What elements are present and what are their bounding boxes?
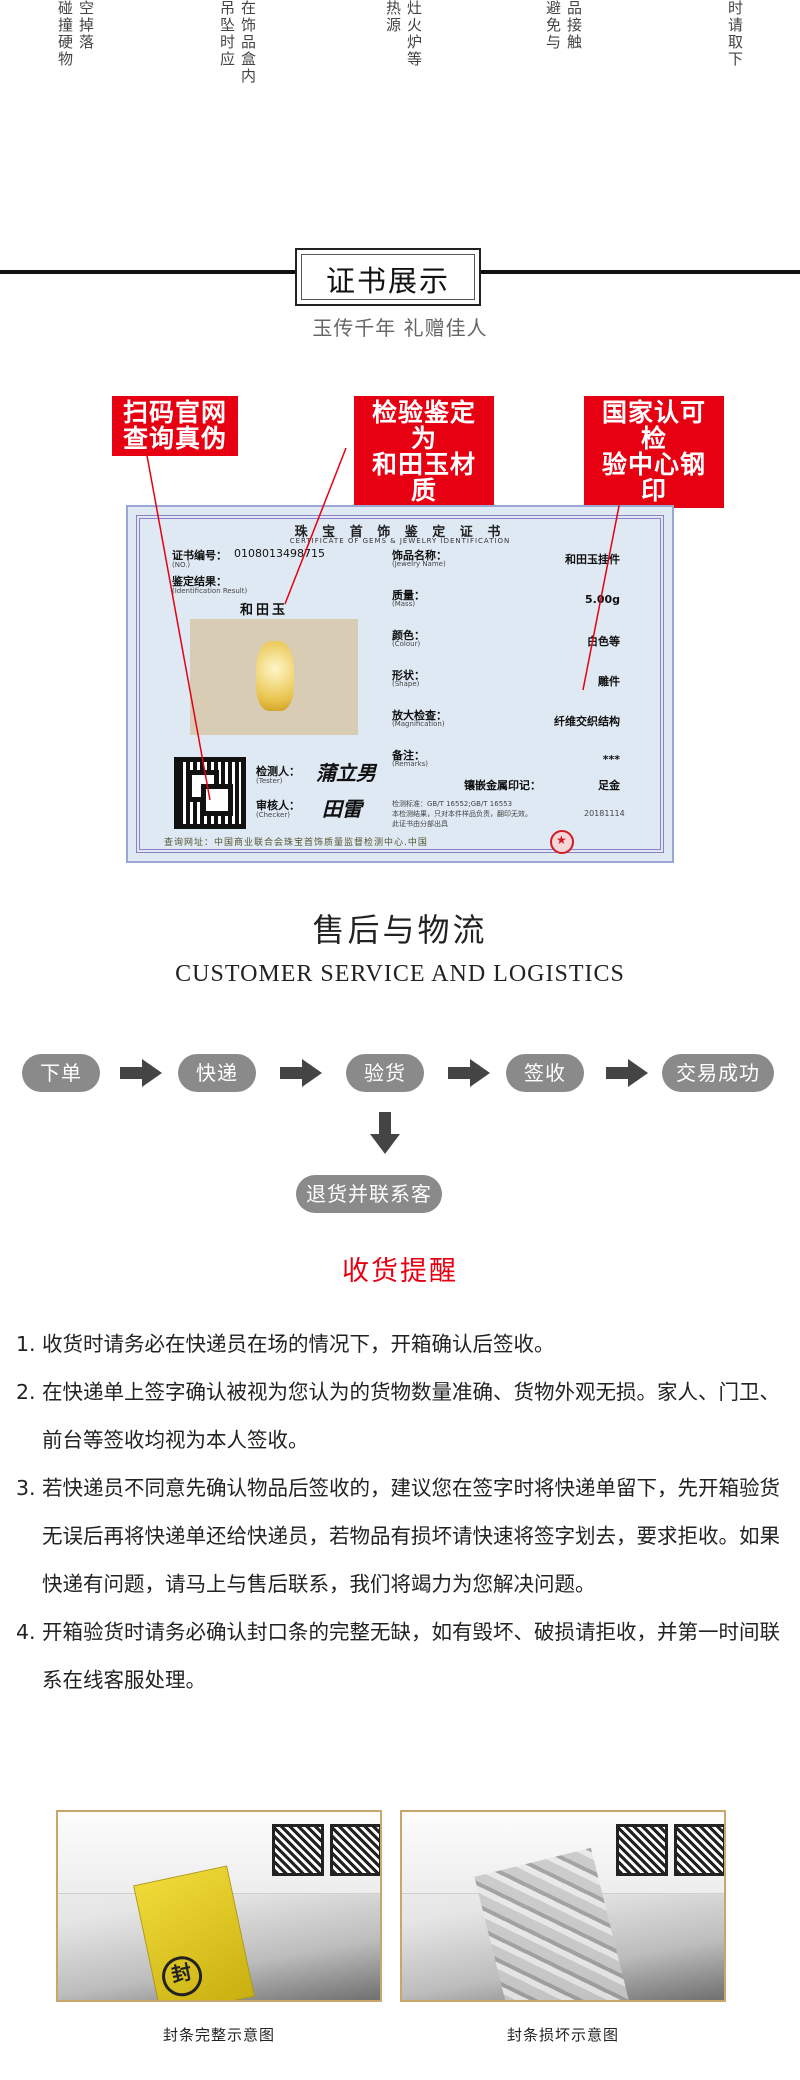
step-return-contact: 退货并联系客服 — [296, 1175, 442, 1244]
step-sign: 签收 — [506, 1054, 584, 1092]
seal-broken-photo — [400, 1810, 726, 2002]
reminder-item: 4. 开箱验货时请务必确认封口条的完整无缺，如有毁坏、破损请拒收，并第一时间联系… — [16, 1608, 786, 1704]
care-tip-line: 在饰品盒内 — [239, 0, 257, 85]
field-value: 白色等 — [587, 635, 620, 648]
step-inspect: 验货 — [346, 1054, 424, 1092]
qr-code — [330, 1824, 380, 1876]
field-label: 备注： — [392, 749, 425, 762]
issue-date: 20181114 — [584, 809, 625, 818]
step-order: 下单 — [22, 1054, 100, 1092]
care-tip-2: 吊坠时应 在饰品盒内 — [218, 0, 257, 85]
reminder-item: 2. 在快递单上签字确认被视为您认为的货物数量准确、货物外观无损。家人、门卫、前… — [16, 1368, 786, 1464]
tester-en: (Tester) — [256, 777, 283, 785]
reminder-number: 3. — [16, 1476, 36, 1500]
care-tip-line: 灶火炉等 — [405, 0, 423, 68]
cert-number-value: 0108013498715 — [234, 547, 325, 560]
field-en: (Jewelry Name) — [392, 560, 446, 568]
arrow-right-icon — [606, 1059, 648, 1087]
certificate-heading-en: CERTIFICATE OF GEMS & JEWELRY IDENTIFICA… — [289, 537, 511, 545]
section-subtitle: 玉传千年 礼赠佳人 — [312, 316, 488, 340]
metal-mark-value: 足金 — [598, 779, 620, 792]
care-tips: 碰撞硬物 空掉落 吊坠时应 在饰品盒内 热源 灶火炉等 避免与 品接触 时请取下 — [0, 0, 800, 90]
field-label: 质量： — [392, 589, 425, 602]
reminder-list: 1. 收货时请务必在快递员在场的情况下，开箱确认后签收。 2. 在快递单上签字确… — [16, 1320, 786, 1704]
field-en: (Mass) — [392, 600, 416, 608]
checker-en: (Checker) — [256, 811, 290, 819]
field-label: 饰品名称： — [392, 549, 447, 562]
field-en: (Colour) — [392, 640, 421, 648]
field-value: 5.00g — [584, 593, 620, 606]
after-sales-subtitle: CUSTOMER SERVICE AND LOGISTICS — [175, 961, 625, 987]
reminder-title: 收货提醒 — [342, 1256, 458, 1287]
arrow-down-icon — [370, 1112, 400, 1156]
divider-right — [479, 270, 800, 274]
reminder-text: 开箱验货时请务必确认封口条的完整无缺，如有毁坏、破损请拒收，并第一时间联系在线客… — [42, 1620, 780, 1692]
care-tip-5: 时请取下 — [726, 0, 744, 68]
callout-national-seal: 国家认可检 验中心钢印 — [584, 396, 724, 508]
care-tip-line: 避免与 — [544, 0, 562, 51]
care-tip-line: 时请取下 — [726, 0, 744, 68]
qr-code — [272, 1824, 324, 1876]
field-value: *** — [602, 753, 620, 766]
steel-seal-icon — [550, 830, 574, 854]
cert-result-value: 和田玉 — [240, 603, 289, 618]
step-deal-complete: 交易成功 — [662, 1054, 774, 1092]
reminder-number: 1. — [16, 1332, 36, 1356]
reminder-text: 若快递员不同意先确认物品后签收的，建议您在签字时将快递单留下，先开箱验货无误后再… — [42, 1476, 780, 1596]
field-en: (Magnification) — [392, 720, 445, 728]
field-en: (Shape) — [392, 680, 420, 688]
reminder-number: 4. — [16, 1620, 36, 1644]
tester-signature: 蒲立男 — [316, 761, 376, 785]
care-tip-line: 碰撞硬物 — [56, 0, 74, 68]
qr-code[interactable] — [174, 757, 246, 829]
field-value: 和田玉挂件 — [565, 553, 620, 566]
arrow-right-icon — [448, 1059, 490, 1087]
care-tip-line: 品接触 — [565, 0, 583, 51]
seal-intact-caption: 封条完整示意图 — [162, 2026, 275, 2044]
care-tip-4: 避免与 品接触 — [544, 0, 583, 51]
qr-code — [616, 1824, 668, 1876]
jade-pendant-photo — [190, 619, 358, 735]
care-tip-line: 热源 — [384, 0, 402, 34]
checker-label: 审核人： — [256, 799, 300, 812]
reminder-item: 3. 若快递员不同意先确认物品后签收的，建议您在签字时将快递单留下，先开箱验货无… — [16, 1464, 786, 1608]
arrow-right-icon — [280, 1059, 322, 1087]
step-express: 快递 — [178, 1054, 256, 1092]
standard-line: 此证书由分部出具 — [392, 820, 448, 828]
callout-scan-qr: 扫码官网 查询真伪 — [112, 396, 238, 456]
inquiry-url: 查询网址：中国商业联合会珠宝首饰质量监督检测中心.中国 — [164, 838, 428, 848]
care-tip-line: 吊坠时应 — [218, 0, 236, 68]
certificate-image: 珠 宝 首 饰 鉴 定 证 书 CERTIFICATE OF GEMS & JE… — [126, 505, 674, 863]
field-en: (Remarks) — [392, 760, 429, 768]
tester-label: 检测人： — [256, 765, 300, 778]
cert-number-en: (NO.) — [172, 561, 191, 569]
cert-result-en: (Identification Result) — [172, 587, 248, 595]
checker-signature: 田雷 — [322, 797, 362, 821]
field-label: 放大检查： — [392, 709, 447, 722]
title-frame — [295, 248, 481, 306]
care-tip-1: 碰撞硬物 空掉落 — [56, 0, 95, 68]
reminder-text: 收货时请务必在快递员在场的情况下，开箱确认后签收。 — [42, 1332, 555, 1356]
reminder-text: 在快递单上签字确认被视为您认为的货物数量准确、货物外观无损。家人、门卫、前台等签… — [42, 1380, 780, 1452]
field-label: 颜色： — [392, 629, 425, 642]
divider-left — [0, 270, 297, 274]
arrow-right-icon — [120, 1059, 162, 1087]
metal-mark-label: 镶嵌金属印记： — [464, 779, 541, 792]
seal-broken-caption: 封条损坏示意图 — [506, 2026, 619, 2044]
after-sales-title: 售后与物流 — [312, 911, 488, 949]
field-value: 雕件 — [598, 675, 620, 688]
callout-nephrite-material: 检验鉴定为 和田玉材质 — [354, 396, 494, 508]
reminder-item: 1. 收货时请务必在快递员在场的情况下，开箱确认后签收。 — [16, 1320, 786, 1368]
field-label: 形状： — [392, 669, 425, 682]
qr-code — [674, 1824, 724, 1876]
standard-line: 检测标准：GB/T 16552;GB/T 16553 — [392, 800, 513, 808]
seal-intact-photo — [56, 1810, 382, 2002]
standard-line: 本检测结果，只对本件样品负责，翻印无效。 — [392, 810, 532, 818]
section-title: 证书展示 — [325, 264, 450, 298]
care-tip-3: 热源 灶火炉等 — [384, 0, 423, 68]
care-tip-line: 空掉落 — [77, 0, 95, 51]
reminder-number: 2. — [16, 1380, 36, 1404]
field-value: 纤维交织结构 — [554, 715, 620, 728]
